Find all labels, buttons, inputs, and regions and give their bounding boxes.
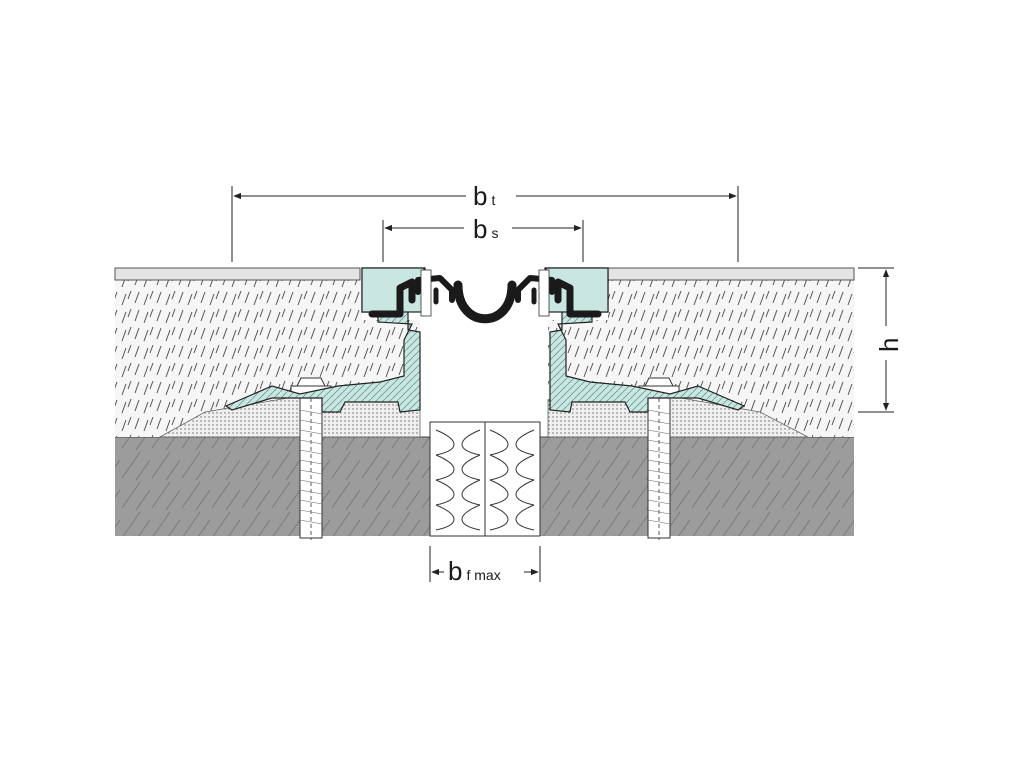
profile-screw-right xyxy=(538,269,550,317)
joint-filler xyxy=(429,421,541,537)
floor-covering-right xyxy=(607,267,855,281)
profile-screw-left xyxy=(420,269,432,317)
floor-covering-left xyxy=(114,267,361,281)
dimension-h-label: h xyxy=(874,338,904,352)
rubber-seal xyxy=(368,275,602,324)
concrete-slab-left xyxy=(115,436,430,536)
concrete-slab-right xyxy=(540,436,854,536)
